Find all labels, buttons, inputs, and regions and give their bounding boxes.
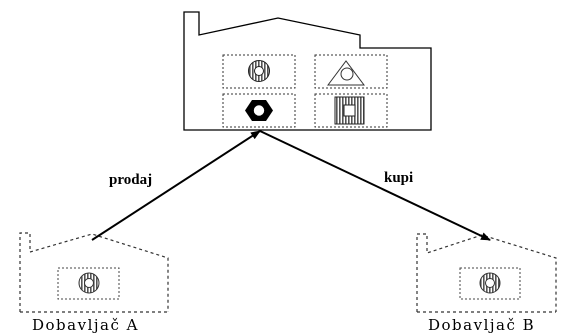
buy-arrow — [259, 130, 491, 241]
triangle-part-icon — [314, 54, 388, 89]
hex-nut-icon — [222, 93, 296, 128]
edge-label-buy: kupi — [384, 170, 414, 186]
warehouse-icon — [19, 232, 169, 313]
square-part-icon — [314, 93, 388, 128]
edge-label-sell: prodaj — [109, 172, 153, 188]
factory-icon — [183, 11, 432, 131]
sell-arrow — [91, 130, 261, 241]
ring-part-icon — [222, 54, 296, 89]
supplier-a-label: Dobavljač A — [32, 316, 139, 334]
supplier-b-label: Dobavljač B — [428, 316, 536, 334]
warehouse-icon — [416, 233, 557, 313]
